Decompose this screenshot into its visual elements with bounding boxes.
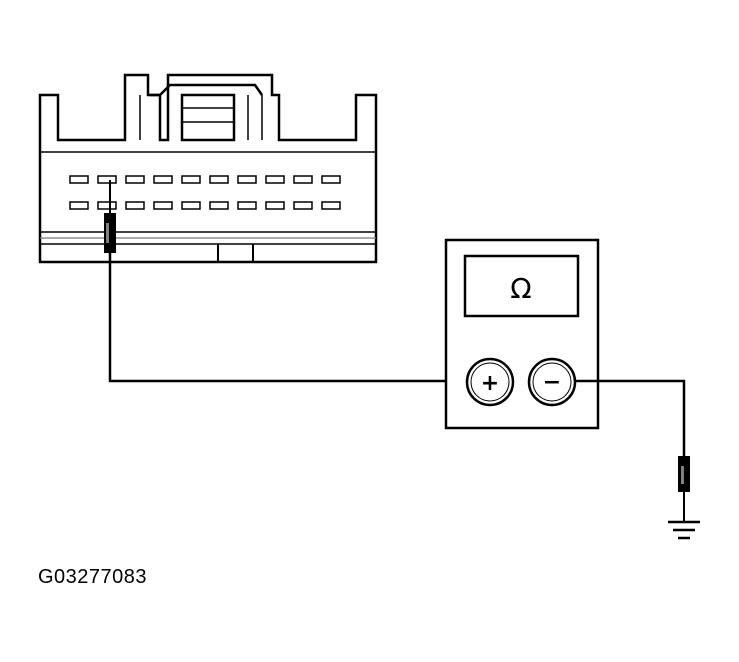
meter-display xyxy=(463,254,580,318)
probe-icon xyxy=(104,180,116,253)
ohm-symbol: Ω xyxy=(510,272,531,305)
test-lead-positive xyxy=(108,253,467,383)
positive-terminal xyxy=(465,357,515,407)
connector-pin xyxy=(321,201,341,210)
connector-pin xyxy=(265,201,285,210)
connector-pin xyxy=(97,175,117,184)
connector-pin xyxy=(125,201,145,210)
positive-symbol: + xyxy=(481,371,499,396)
connector-pin xyxy=(153,175,173,184)
connector-pin xyxy=(69,175,89,184)
connector-pin xyxy=(69,201,89,210)
ground-icon xyxy=(668,520,700,540)
multimeter-icon: Ω + − xyxy=(444,238,600,430)
connector-icon xyxy=(38,73,378,264)
connector-pin xyxy=(97,201,117,210)
connector-pin xyxy=(265,175,285,184)
negative-symbol: − xyxy=(543,370,561,395)
connector-pin xyxy=(321,175,341,184)
connector-pin xyxy=(237,175,257,184)
ground-probe-icon xyxy=(678,456,690,522)
connector-pin xyxy=(293,175,313,184)
connector-pin xyxy=(237,201,257,210)
connector-pin xyxy=(209,201,229,210)
connector-pins xyxy=(69,175,341,210)
connector-pin xyxy=(209,175,229,184)
connector-pin xyxy=(293,201,313,210)
connector-pin xyxy=(125,175,145,184)
figure-id: G03277083 xyxy=(38,566,148,588)
test-lead-negative xyxy=(575,379,686,458)
connector-pin xyxy=(181,201,201,210)
connector-pin xyxy=(181,175,201,184)
connector-pin xyxy=(153,201,173,210)
